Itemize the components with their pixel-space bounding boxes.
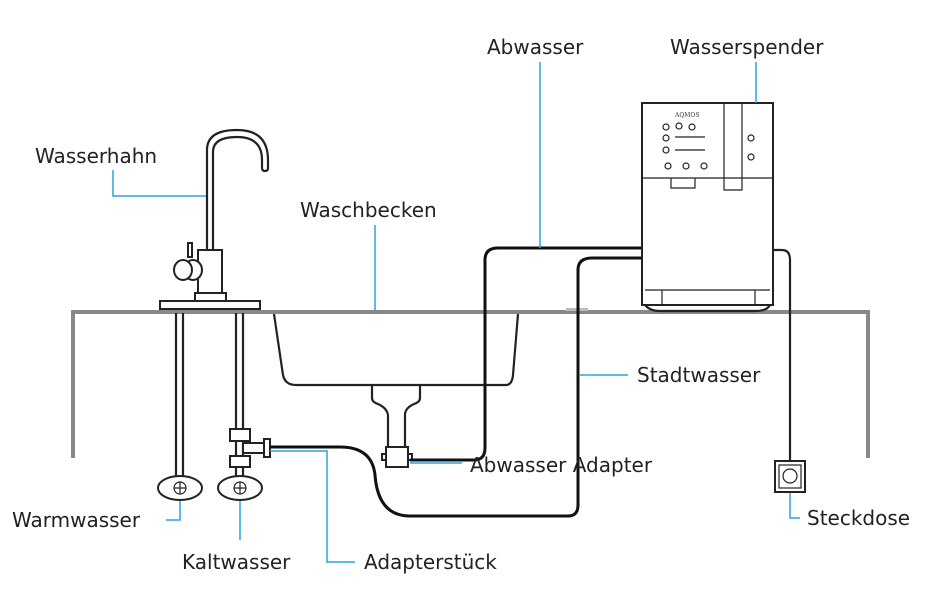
city-water-hose bbox=[270, 256, 644, 518]
power-socket bbox=[774, 460, 806, 493]
drain-adapter bbox=[385, 446, 409, 468]
label-steckdose: Steckdose bbox=[807, 506, 910, 530]
label-adapterstueck: Adapterstück bbox=[364, 550, 497, 574]
dispenser-brand: AQMOS bbox=[674, 112, 699, 119]
cold-water-pipe bbox=[217, 313, 271, 501]
label-abwasser: Abwasser bbox=[487, 35, 584, 59]
waste-water-hose bbox=[410, 246, 644, 462]
leader-lines bbox=[112, 62, 800, 563]
label-waschbecken: Waschbecken bbox=[300, 198, 437, 222]
label-wasserspender: Wasserspender bbox=[670, 35, 824, 59]
label-stadtwasser: Stadtwasser bbox=[637, 363, 761, 387]
label-abwasser-adapter: Abwasser Adapter bbox=[470, 453, 653, 477]
power-cord bbox=[772, 248, 792, 462]
water-dispenser: AQMOS bbox=[641, 102, 774, 313]
faucet bbox=[159, 128, 270, 310]
warm-water-pipe bbox=[157, 313, 203, 501]
label-kaltwasser: Kaltwasser bbox=[182, 550, 291, 574]
label-warmwasser: Warmwasser bbox=[12, 508, 141, 532]
label-wasserhahn: Wasserhahn bbox=[35, 144, 157, 168]
sink bbox=[272, 313, 520, 468]
